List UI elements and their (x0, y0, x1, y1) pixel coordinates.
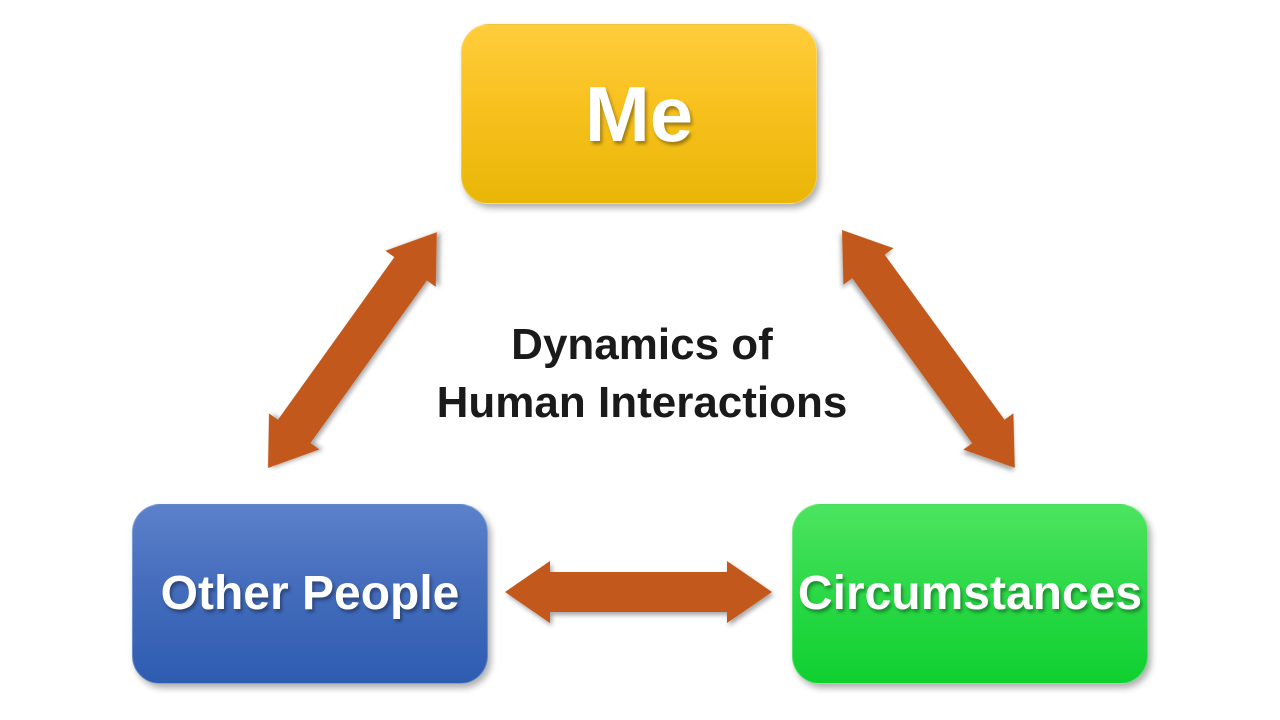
node-circumstances: Circumstances (792, 504, 1148, 684)
node-me: Me (461, 24, 817, 204)
node-circumstances-label: Circumstances (797, 567, 1143, 620)
node-other-people: Other People (132, 504, 488, 684)
node-other-people-label: Other People (160, 567, 460, 620)
diagram-title-line-1: Dynamics of (511, 320, 773, 369)
diagram-title: Dynamics of Human Interactions (342, 316, 942, 432)
arrow-other-people-circumstances (505, 561, 772, 623)
diagram-title-line-2: Human Interactions (436, 378, 848, 427)
node-me-label: Me (584, 70, 694, 158)
